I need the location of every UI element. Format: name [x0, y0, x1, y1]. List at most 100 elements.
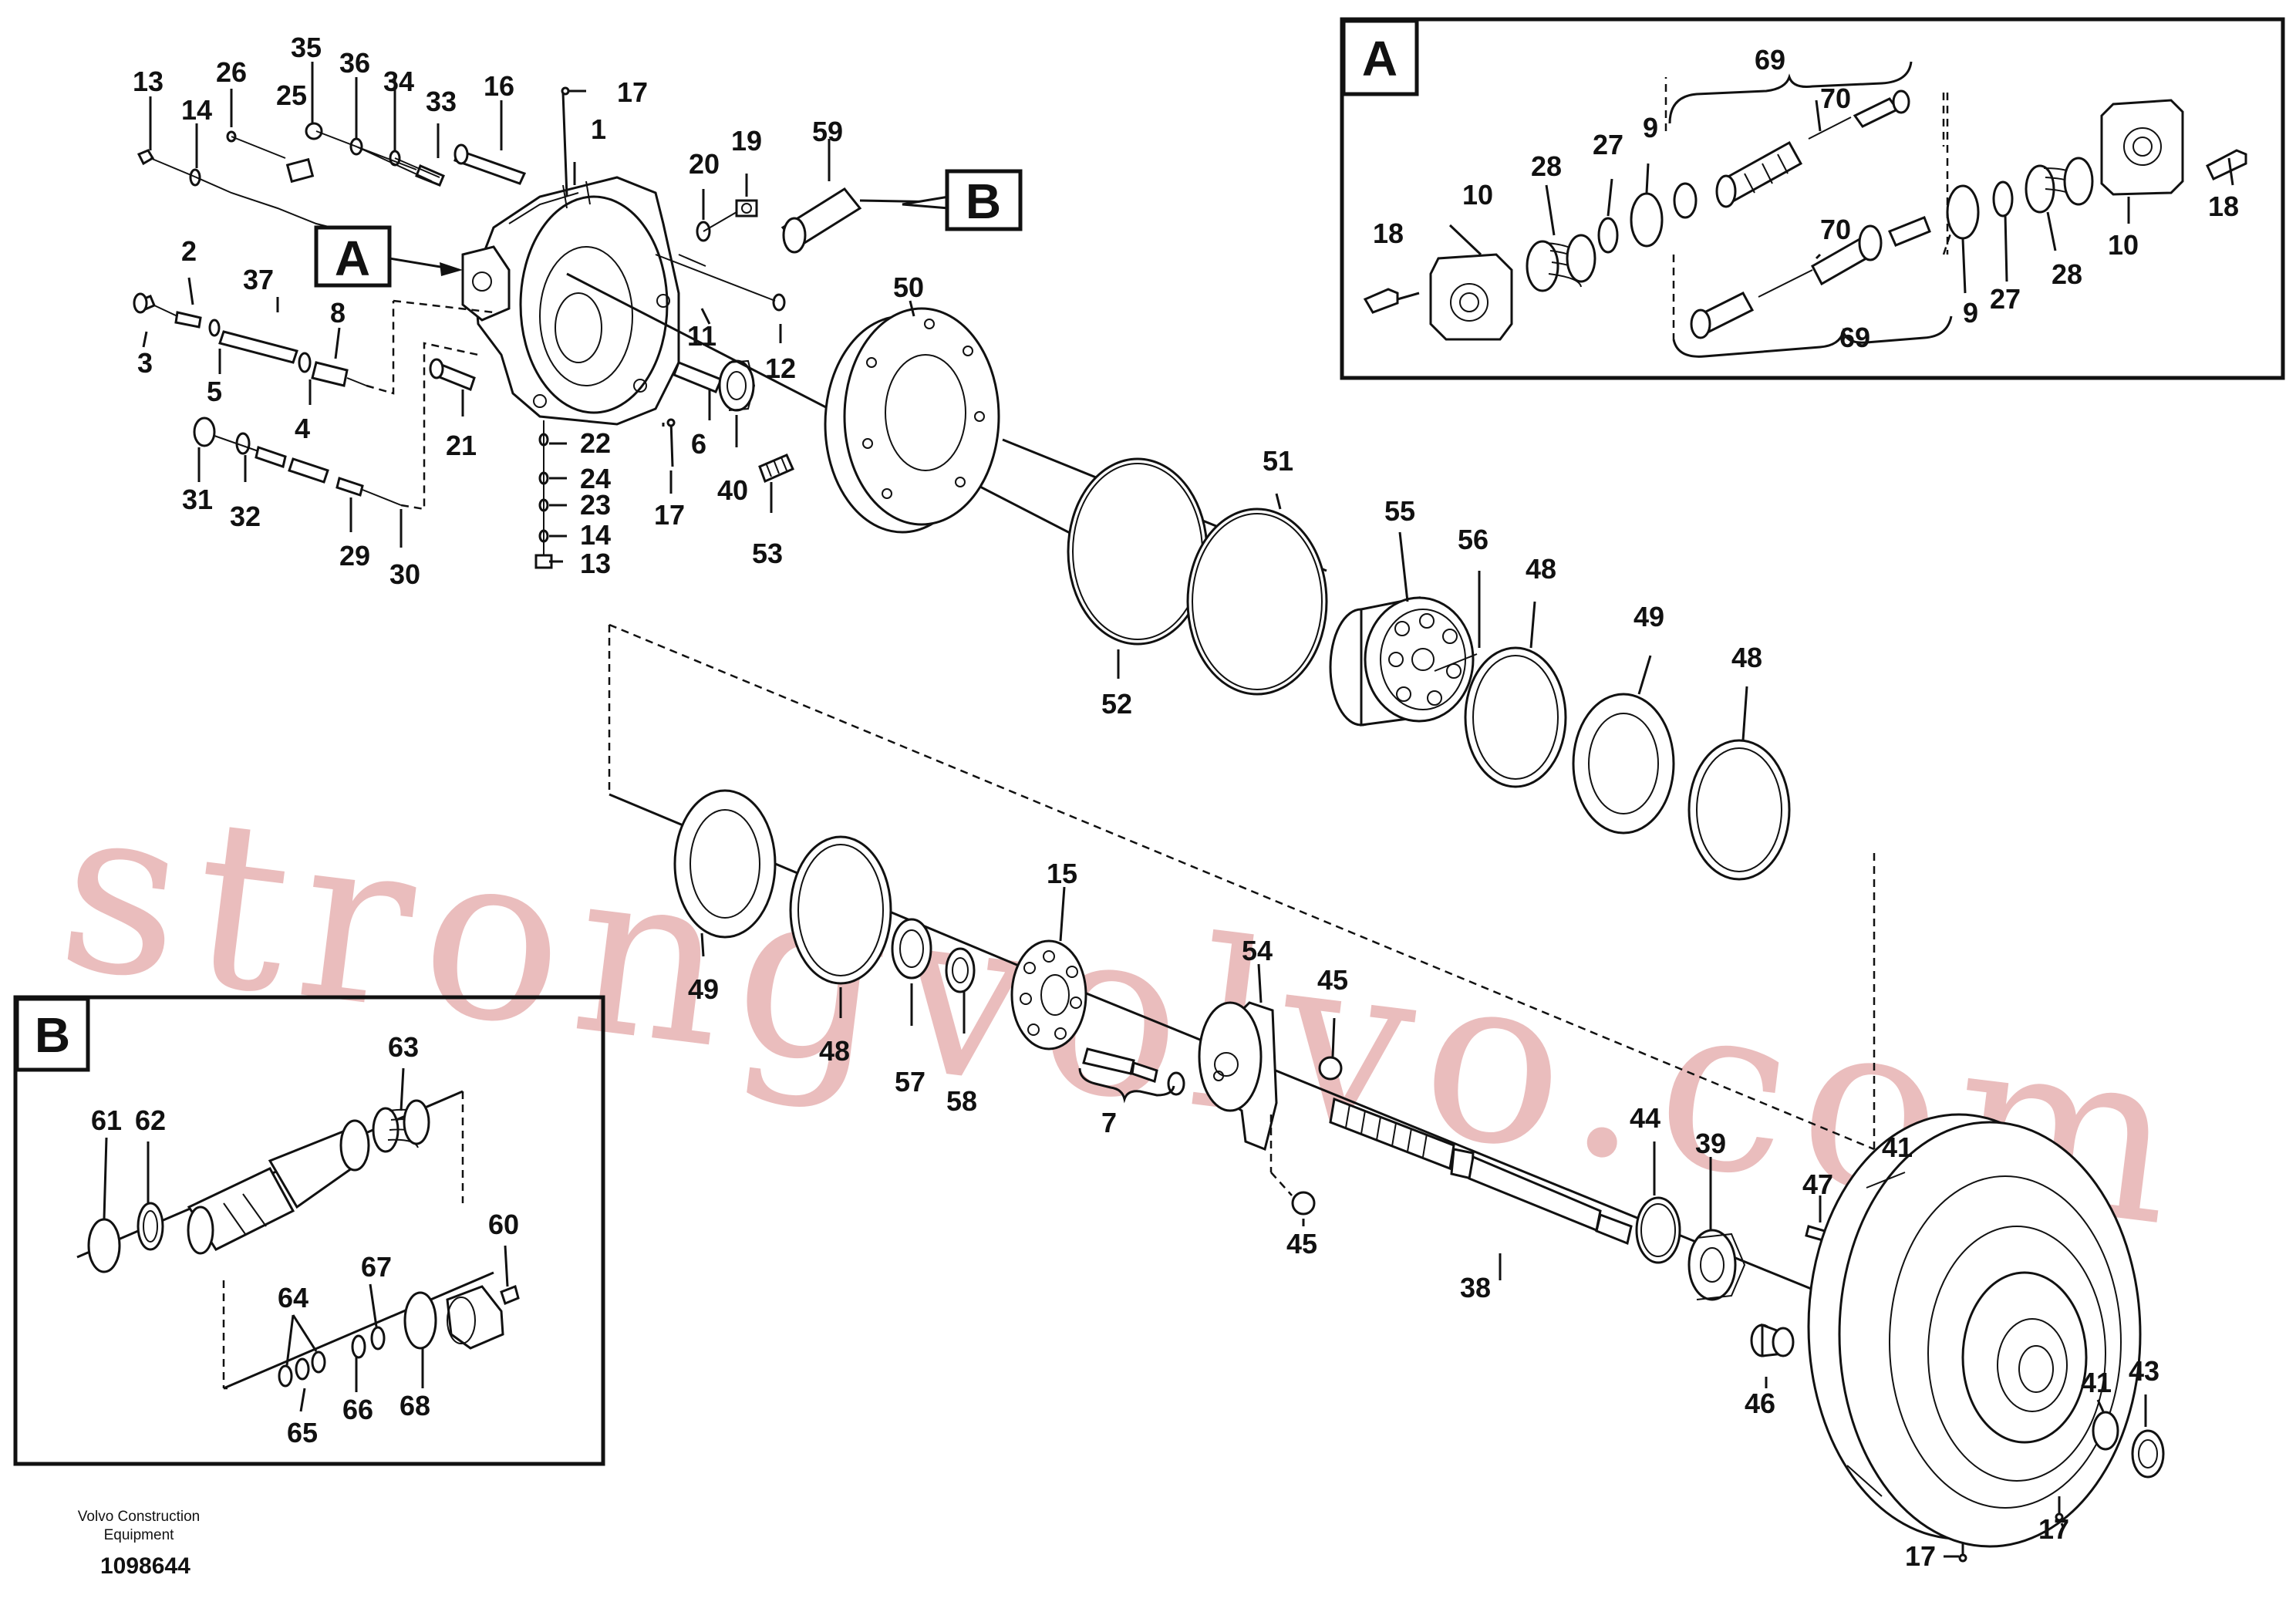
footer-company-line2: Equipment [104, 1527, 175, 1543]
spool-bottom [1690, 216, 1931, 339]
spring-28-left [1526, 234, 1596, 292]
part-number-label: 62 [135, 1104, 166, 1136]
part-number-label: 61 [91, 1104, 122, 1136]
part-number-label: 3 [137, 347, 153, 379]
part-number-label: 18 [1373, 218, 1404, 249]
part-number-label: 34 [383, 66, 414, 97]
part-number-label: 15 [1047, 858, 1077, 889]
part-number-label: 49 [688, 973, 719, 1005]
detail-panel-b: B [13, 995, 605, 1466]
part-number-label: 18 [2208, 191, 2239, 222]
detail-b-tag: B [35, 1007, 70, 1063]
part-number-label: 31 [182, 484, 213, 515]
part-number-label: 51 [1263, 445, 1293, 477]
plug-60 [446, 1284, 520, 1350]
main-labels-center: 50 51 52 55 56 48 49 48 [893, 271, 1762, 720]
part-number-label: 48 [819, 1035, 850, 1067]
oring-52 [1067, 457, 1209, 646]
footer: Volvo Construction Equipment 1098644 [78, 1509, 200, 1579]
part-number-label: 55 [1384, 495, 1415, 527]
part-number-label: 52 [1101, 688, 1132, 720]
friction-plate-48c [789, 835, 892, 985]
part-number-label: 46 [1745, 1388, 1775, 1419]
drive-shaft-38 [1329, 1097, 1633, 1246]
part-number-label: 30 [389, 558, 420, 590]
cylinder-block-55 [1329, 596, 1478, 727]
part-number-label: 9 [1643, 112, 1658, 143]
part-number-label: 57 [895, 1066, 925, 1098]
piston-group-7 [1078, 1047, 1185, 1104]
part-number-label: 64 [278, 1282, 308, 1313]
part-number-label: 69 [1755, 44, 1785, 76]
part-number-label: 13 [580, 548, 611, 579]
bearing-39 [1687, 1229, 1746, 1301]
valve-block-left [1429, 253, 1513, 341]
part-number-label: 33 [426, 86, 457, 117]
part-number-label: 16 [484, 70, 514, 102]
valve-block-a-housing [461, 245, 511, 322]
part-number-label: 1 [591, 113, 606, 145]
part-number-label: 28 [2052, 258, 2082, 290]
part-number-label: 22 [580, 427, 611, 459]
part-number-label: 20 [689, 148, 720, 180]
part-number-label: 70 [1820, 83, 1851, 114]
part-number-label: 9 [1963, 297, 1978, 329]
detail-a-tag: A [1362, 31, 1397, 86]
part-number-label: 23 [580, 489, 611, 521]
part-number-label: 10 [1462, 179, 1493, 211]
part-number-label: 35 [291, 32, 322, 63]
callout-a: A [314, 225, 463, 288]
part-number-label: 41 [1882, 1131, 1913, 1163]
flange-50 [824, 307, 1000, 534]
part-number-label: 50 [893, 271, 924, 303]
final-drive-housing-41 [1807, 1113, 2142, 1548]
part-number-label: 8 [330, 297, 346, 329]
part-number-label: 48 [1526, 553, 1556, 585]
svg-text:A: A [335, 231, 370, 286]
spool-top [1673, 89, 1910, 219]
part-number-label: 68 [400, 1390, 430, 1421]
part-number-label: 28 [1531, 150, 1562, 182]
part-number-label: 58 [946, 1085, 977, 1117]
part-number-label: 14 [580, 519, 611, 551]
motor-housing [473, 176, 680, 426]
part-number-label: 17 [1905, 1540, 1936, 1572]
part-number-label: 39 [1695, 1128, 1726, 1159]
part-number-label: 63 [388, 1031, 419, 1063]
part-number-label: 11 [687, 320, 716, 352]
part-number-label: 17 [617, 76, 648, 108]
valve-block-right [2100, 99, 2184, 196]
svg-text:B: B [966, 174, 1001, 229]
part-number-label: 14 [181, 94, 212, 126]
swash-plate-54 [1198, 1001, 1278, 1152]
part-number-label: 17 [2038, 1513, 2069, 1545]
bolt-13 [137, 149, 155, 166]
part-number-label: 2 [181, 235, 197, 267]
part-number-label: 40 [717, 474, 748, 506]
part-number-label: 67 [361, 1251, 392, 1283]
detail-panel-a: A [1340, 17, 2285, 380]
part-number-label: 45 [1317, 964, 1348, 996]
footer-company: Volvo Construction [78, 1509, 200, 1525]
drawing-number: 1098644 [100, 1553, 190, 1579]
part-number-label: 12 [765, 352, 796, 384]
part-number-label: 47 [1802, 1168, 1833, 1200]
part-number-label: 37 [243, 264, 274, 295]
main-labels-upper-left: 13 14 26 25 35 36 34 33 16 17 1 2 37 3 5… [133, 32, 843, 590]
part-number-label: 60 [488, 1209, 519, 1240]
part-number-label: 13 [133, 66, 164, 97]
shaft-assembly-left [133, 292, 494, 395]
part-number-label: 54 [1242, 935, 1273, 966]
part-number-label: 36 [339, 47, 370, 79]
part-number-label: 27 [1593, 129, 1623, 160]
part-number-label: 29 [339, 540, 370, 572]
part-number-label: 38 [1460, 1272, 1491, 1303]
part-number-label: 6 [691, 428, 706, 460]
spring-63 [372, 1099, 430, 1153]
part-number-label: 32 [230, 501, 261, 532]
part-number-label: 45 [1286, 1228, 1317, 1259]
friction-plate-48b [1687, 739, 1791, 881]
part-number-label: 27 [1990, 283, 2021, 315]
part-number-label: 48 [1731, 642, 1762, 673]
